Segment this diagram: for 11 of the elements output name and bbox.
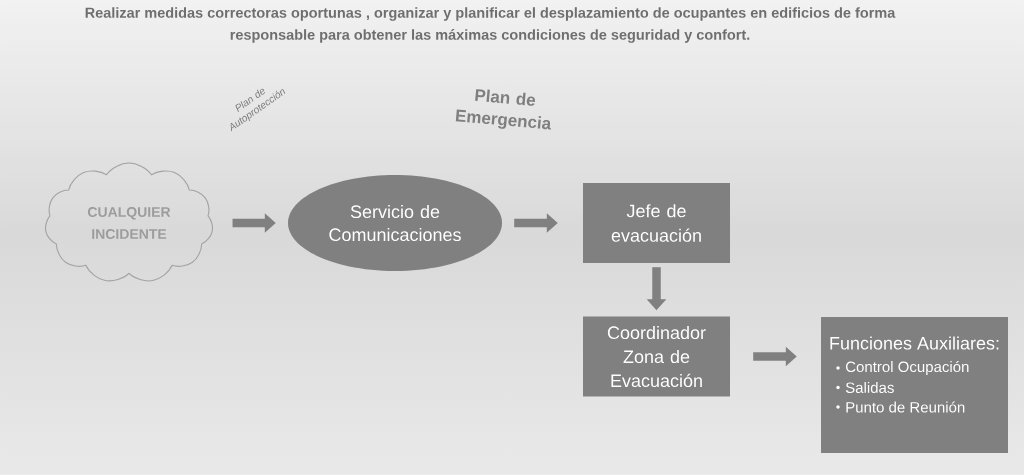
list-item: Control Ocupación: [846, 360, 969, 376]
ellipse-node: Servicio de Comunicaciones: [288, 175, 502, 271]
annotation-label: Plan de Emergencia: [455, 89, 551, 130]
process-box: Jefe de evacuación: [583, 183, 730, 263]
list-item: Punto de Reunión: [846, 401, 965, 413]
process-box: Coordinador Zona de Evacuación: [583, 316, 730, 397]
box-heading: Funciones Auxiliares:: [830, 336, 999, 350]
list-item: Salidas: [845, 382, 894, 393]
process-box: [821, 317, 1008, 453]
cloud-node: CUALQUIER INCIDENTE: [45, 162, 213, 282]
title: Realizar medidas correctoras oportunas , organizar y planificar el desplazamiento de ocupantes en edificios de forma responsable para obtener las máximas condiciones de seguridad y confort.: [85, 7, 896, 43]
